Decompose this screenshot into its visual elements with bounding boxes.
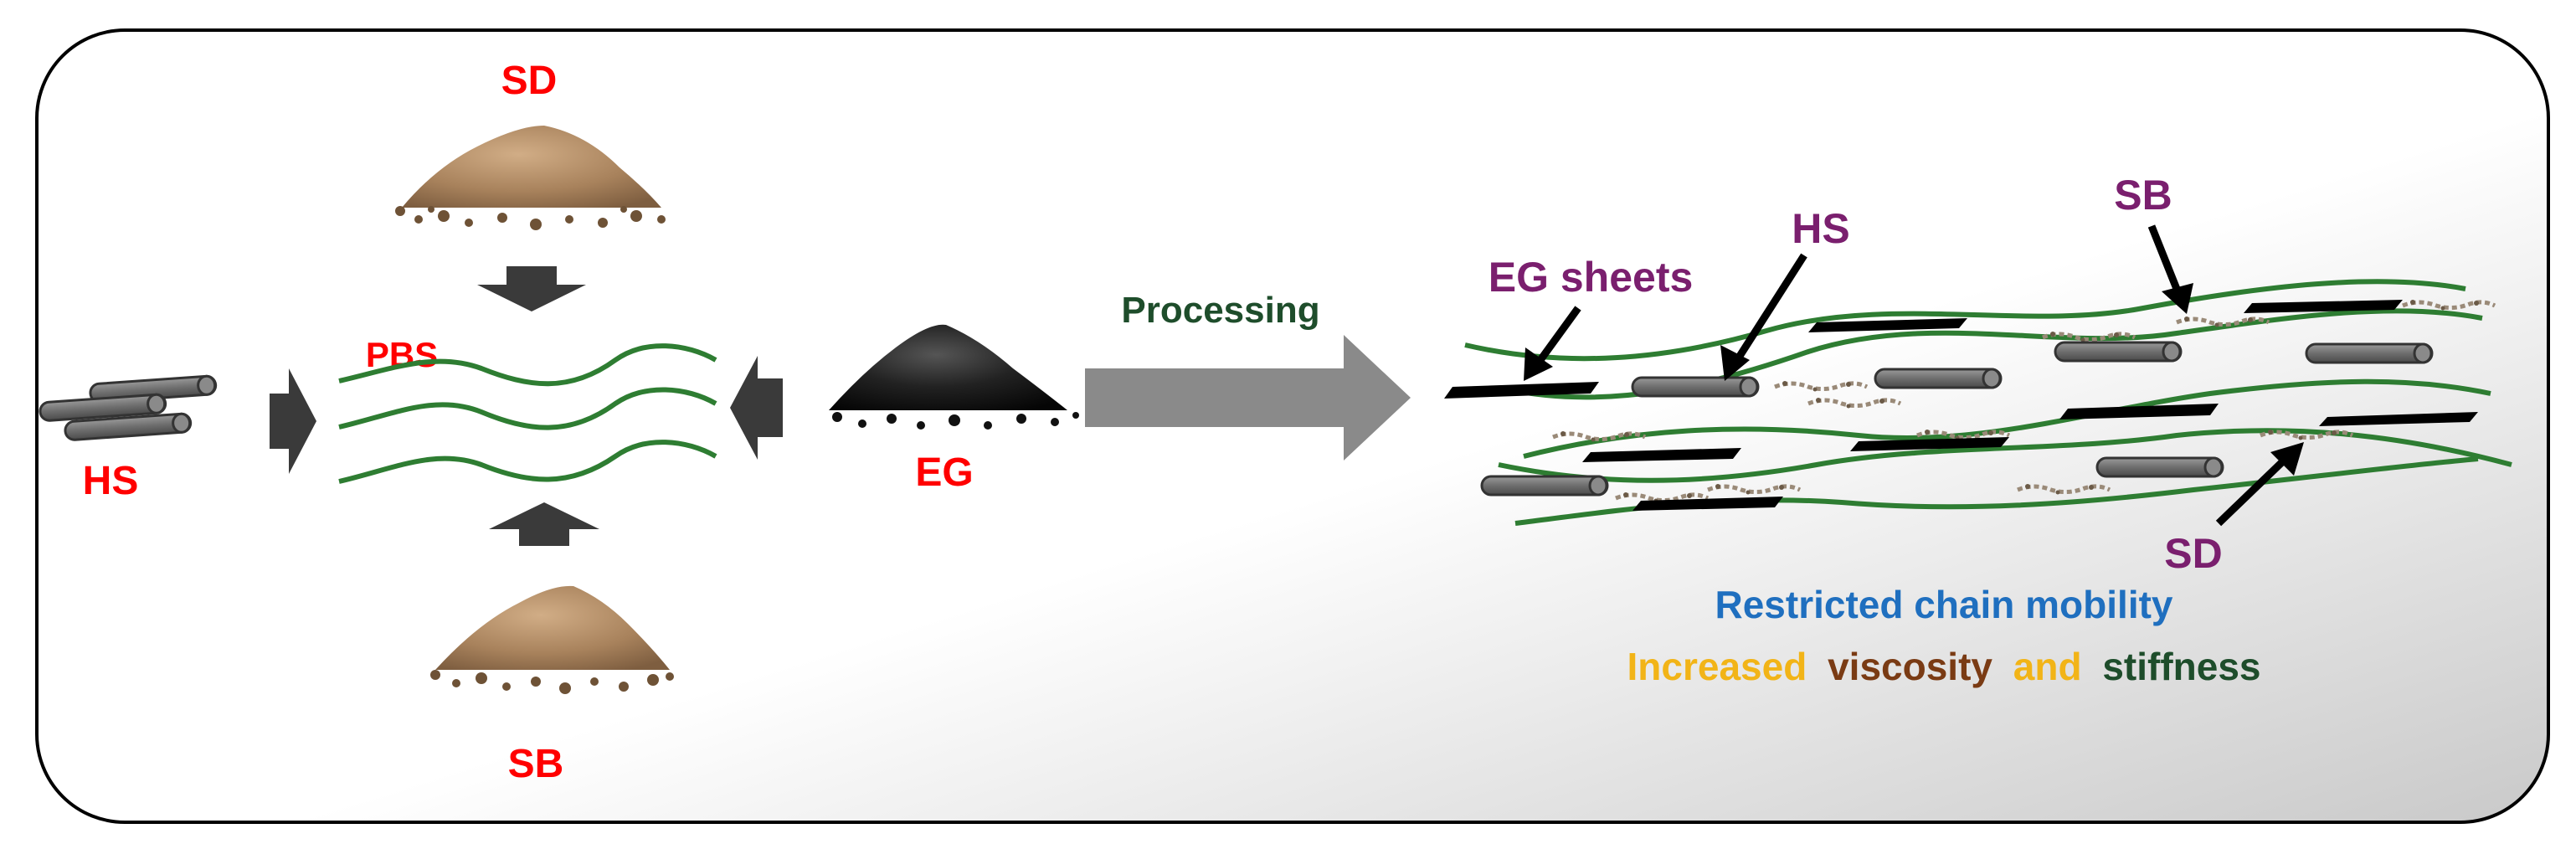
sd-top-label: SD	[501, 59, 558, 103]
caption-stiffness: stiffness	[2102, 645, 2260, 688]
black-sheet-icon	[1444, 300, 2478, 511]
sb-bottom-label: SB	[508, 742, 564, 786]
caption-line-2: Increased viscosity and stiffness	[1627, 645, 2261, 688]
hs-composite-label: HS	[1792, 205, 1849, 252]
hs-left-label: HS	[83, 459, 139, 503]
black-powder-pile-icon	[829, 324, 1079, 430]
sd-composite-label: SD	[2164, 530, 2222, 577]
composite-polymer-chains	[1464, 279, 2512, 526]
eg-label: EG	[915, 450, 973, 495]
powder-pile-icon	[430, 585, 674, 694]
arrow-right-icon	[270, 368, 316, 474]
processing-arrow-icon	[1085, 335, 1411, 461]
eg-sheets-label: EG sheets	[1489, 254, 1694, 301]
caption-increased: Increased	[1627, 645, 1807, 688]
caption-viscosity: viscosity	[1828, 645, 1992, 688]
powder-pile-icon	[395, 126, 666, 230]
processing-label: Processing	[1121, 290, 1319, 331]
sb-composite-label: SB	[2114, 172, 2172, 219]
pointer-arrow-icon	[2147, 224, 2193, 314]
arrow-down-icon	[477, 266, 586, 311]
pointer-arrow-icon	[2215, 442, 2304, 527]
caption-and: and	[2013, 645, 2082, 688]
arrow-left-icon	[730, 356, 783, 460]
pointer-arrow-icon	[1720, 253, 1807, 381]
pointer-arrow-icon	[1524, 306, 1581, 381]
caption-line-1: Restricted chain mobility	[1715, 583, 2172, 626]
pbs-polymer-chains	[338, 343, 717, 484]
arrow-up-icon	[489, 502, 599, 546]
